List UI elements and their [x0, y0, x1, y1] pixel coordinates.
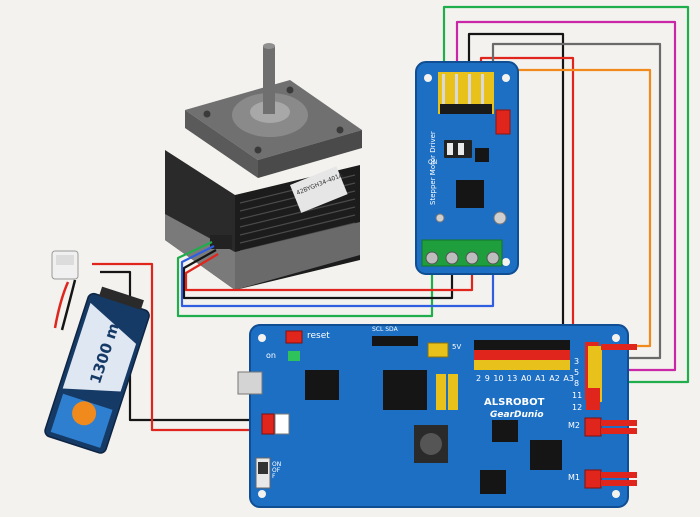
- stepper-driver-board: [415, 61, 519, 275]
- wires: [92, 5, 690, 432]
- motor-driver-chip: [492, 420, 518, 442]
- motor-port-m2: [584, 417, 602, 437]
- motor-port-pins: [601, 344, 637, 486]
- driver-signal-header: [438, 72, 494, 114]
- wire-blue-motor: [180, 245, 495, 308]
- chip-usb: [305, 370, 339, 400]
- wire-black-motor: [182, 249, 454, 300]
- power-led: [288, 351, 300, 361]
- right-pin-3: 3: [574, 357, 580, 366]
- microcontroller: [383, 370, 427, 410]
- driver-screw-terminal: [421, 239, 503, 267]
- i2c-label: SCL SDA: [372, 326, 398, 333]
- header-pin-a3: A3: [563, 374, 574, 383]
- model-label: GearDunio: [490, 410, 544, 420]
- driver-board-name: Stepper Motor Driver: [429, 131, 437, 205]
- usb-port[interactable]: [237, 371, 263, 395]
- header-pin-13: 13: [507, 374, 518, 383]
- wire-green-signal: [442, 5, 690, 384]
- signal-port-column: [585, 342, 602, 410]
- right-pin-11: 11: [572, 391, 583, 400]
- power-switch-label: ON OFF: [272, 461, 282, 480]
- motor-port-m2-label: M2: [568, 421, 580, 430]
- wire-gray-signal: [491, 42, 662, 360]
- digital-analog-header: [474, 340, 570, 370]
- rail-label: 5V: [452, 343, 462, 351]
- wire-red-battery: [92, 262, 270, 432]
- motor-port-m1: [584, 469, 602, 489]
- wire-black-signal: [467, 32, 565, 340]
- wire-magenta-signal: [455, 20, 677, 372]
- header-pin-a1: A1: [535, 374, 546, 383]
- right-pin-12: 12: [572, 403, 583, 412]
- power-connector: [427, 342, 449, 358]
- battery-input-plug: [274, 413, 290, 435]
- driver-power-connector: [495, 109, 511, 135]
- regulator-chip: [530, 440, 562, 470]
- wire-orange-signal: [501, 68, 652, 348]
- lipo-battery: 1300 mAh: [44, 250, 150, 454]
- stepper-motor: 42BYGH34-401A: [165, 43, 362, 290]
- header-pin-10: 10: [493, 374, 504, 383]
- header-pin-labels: 2 9 10 13 A0 A1 A2 A3: [476, 375, 574, 383]
- header-pin-a2: A2: [549, 374, 560, 383]
- controller-board: [237, 324, 637, 508]
- header-pin-9: 9: [484, 374, 490, 383]
- battery-input-connector: [261, 413, 275, 435]
- right-pin-5: 5: [574, 368, 580, 377]
- header-pin-a0: A0: [520, 374, 532, 383]
- driver-dip-label: ON: [428, 159, 438, 166]
- i2c-header: [372, 336, 418, 346]
- motor-port-m1-label: M1: [568, 473, 580, 482]
- servo-header: [436, 374, 458, 410]
- brand-label: ALSROBOT: [484, 397, 545, 408]
- reset-label: reset: [307, 331, 330, 341]
- right-pin-8: 8: [574, 379, 580, 388]
- header-pin-2: 2: [476, 374, 482, 383]
- reset-button[interactable]: [285, 330, 303, 344]
- on-label: on: [266, 351, 276, 360]
- wire-red-motor: [184, 253, 474, 292]
- driver-chip: [456, 180, 484, 208]
